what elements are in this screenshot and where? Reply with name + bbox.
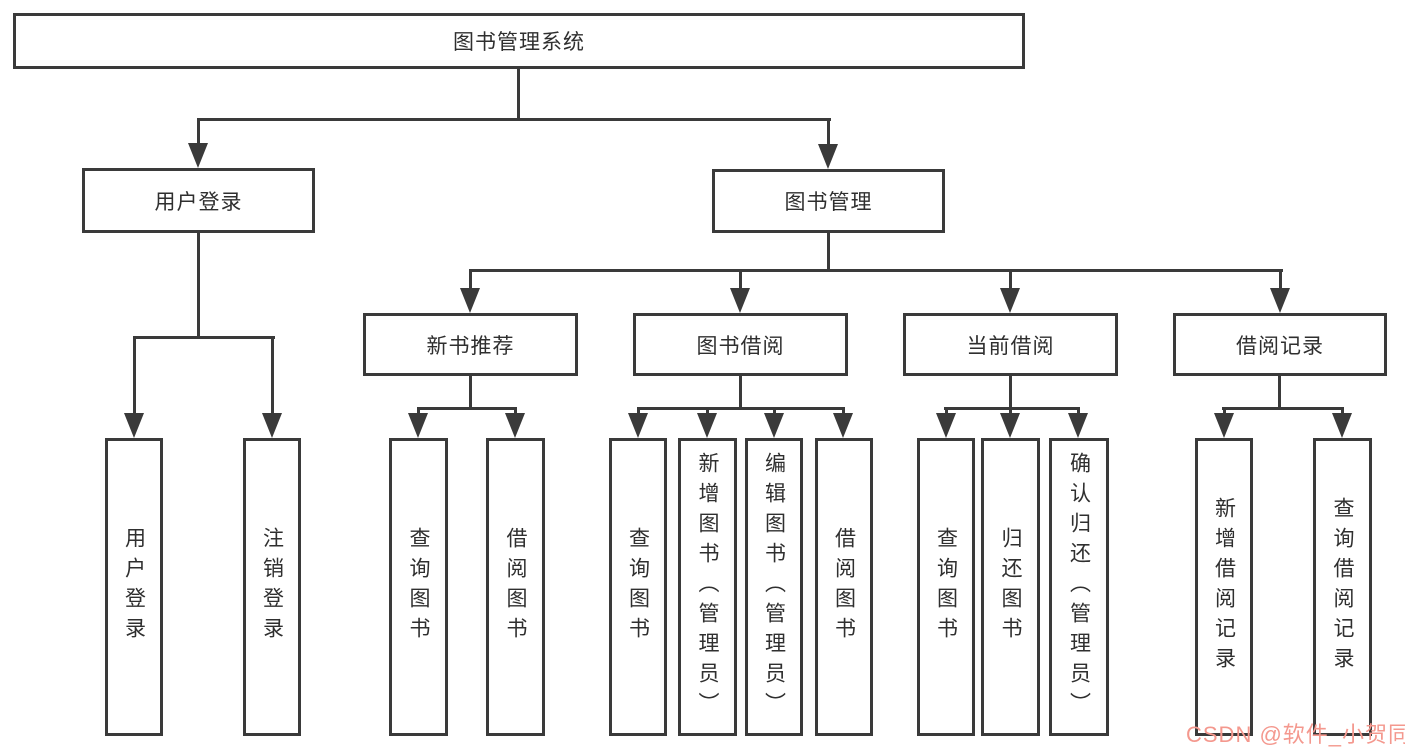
arrowhead-down-icon [936, 413, 956, 438]
node-book-borrow: 图书借阅 [633, 313, 848, 376]
node-root: 图书管理系统 [13, 13, 1025, 69]
arrow-stem [1278, 271, 1282, 290]
node-label-leaf-query-book-1: 查询图书 [407, 527, 430, 647]
arrow-stem [705, 409, 709, 415]
node-label-borrow-records: 借阅记录 [1236, 334, 1324, 358]
node-borrow-records: 借阅记录 [1173, 313, 1387, 376]
node-label-current-borrow: 当前借阅 [966, 334, 1055, 358]
arrow-stem [772, 409, 776, 415]
node-leaf-borrow-book-2: 借阅图书 [815, 438, 873, 736]
arrowhead-down-icon [697, 413, 717, 438]
node-label-root: 图书管理系统 [453, 31, 585, 54]
arrowhead-down-icon [818, 144, 838, 169]
arrowhead-down-icon [764, 413, 784, 438]
node-label-leaf-user-login: 用户登录 [122, 527, 146, 647]
node-label-user-login: 用户登录 [154, 190, 243, 214]
arrow-stem [944, 409, 948, 415]
arrow-stem [1076, 409, 1080, 415]
node-leaf-return-book: 归还图书 [981, 438, 1040, 736]
arrow-stem [513, 409, 517, 415]
node-label-leaf-confirm-return: 确认归还（管理员） [1067, 452, 1091, 722]
arrowhead-down-icon [1000, 288, 1020, 313]
arrowhead-down-icon [628, 413, 648, 438]
connector-line [944, 407, 1080, 410]
node-leaf-query-book-2: 查询图书 [609, 438, 667, 736]
connector-line [739, 376, 742, 409]
arrowhead-down-icon [1332, 413, 1352, 438]
arrowhead-down-icon [262, 413, 282, 438]
arrow-stem [1008, 409, 1012, 415]
arrow-stem [468, 271, 472, 290]
node-label-leaf-return-book: 归还图书 [999, 527, 1022, 647]
node-leaf-borrow-book-1: 借阅图书 [486, 438, 545, 736]
arrowhead-down-icon [1270, 288, 1290, 313]
arrowhead-down-icon [124, 413, 144, 438]
arrowhead-down-icon [1214, 413, 1234, 438]
node-label-leaf-borrow-book-2: 借阅图书 [832, 527, 856, 647]
node-new-book-rec: 新书推荐 [363, 313, 578, 376]
connector-line [517, 69, 520, 120]
arrowhead-down-icon [730, 288, 750, 313]
node-label-book-borrow: 图书借阅 [696, 334, 785, 358]
connector-line [197, 233, 200, 338]
node-label-new-book-rec: 新书推荐 [426, 334, 515, 358]
node-label-leaf-edit-book: 编辑图书（管理员） [762, 452, 786, 722]
node-label-leaf-add-record: 新增借阅记录 [1212, 497, 1236, 677]
arrowhead-down-icon [1000, 413, 1020, 438]
node-label-leaf-borrow-book-1: 借阅图书 [504, 527, 527, 647]
node-label-leaf-query-book-3: 查询图书 [934, 527, 958, 647]
connector-line [1278, 376, 1281, 409]
arrowhead-down-icon [408, 413, 428, 438]
arrow-stem [270, 338, 274, 415]
node-leaf-query-record: 查询借阅记录 [1313, 438, 1372, 736]
arrowhead-down-icon [1068, 413, 1088, 438]
connector-line [417, 407, 517, 410]
node-leaf-query-book-1: 查询图书 [389, 438, 448, 736]
arrowhead-down-icon [460, 288, 480, 313]
node-leaf-query-book-3: 查询图书 [917, 438, 975, 736]
arrowhead-down-icon [188, 143, 208, 168]
node-current-borrow: 当前借阅 [903, 313, 1118, 376]
arrow-stem [416, 409, 420, 415]
arrow-stem [636, 409, 640, 415]
node-label-leaf-add-book: 新增图书（管理员） [696, 452, 719, 722]
node-user-login: 用户登录 [82, 168, 315, 233]
arrow-stem [1222, 409, 1226, 415]
connector-line [469, 376, 472, 409]
arrow-stem [196, 120, 200, 145]
connector-line [197, 118, 831, 121]
connector-line [1222, 407, 1344, 410]
connector-line [469, 269, 1283, 272]
node-book-mgmt: 图书管理 [712, 169, 945, 233]
arrowhead-down-icon [505, 413, 525, 438]
arrow-stem [826, 120, 830, 146]
node-label-leaf-query-book-2: 查询图书 [626, 527, 650, 647]
node-label-leaf-query-record: 查询借阅记录 [1331, 497, 1354, 677]
arrow-stem [841, 409, 845, 415]
node-label-book-mgmt: 图书管理 [784, 191, 873, 214]
connector-line [827, 233, 830, 271]
connector-line [637, 407, 845, 410]
node-leaf-logout: 注销登录 [243, 438, 301, 736]
connector-line [133, 336, 275, 339]
arrowhead-down-icon [833, 413, 853, 438]
node-leaf-edit-book: 编辑图书（管理员） [745, 438, 803, 736]
node-leaf-add-book: 新增图书（管理员） [678, 438, 737, 736]
connector-line [1009, 376, 1012, 409]
node-leaf-confirm-return: 确认归还（管理员） [1049, 438, 1109, 736]
node-leaf-add-record: 新增借阅记录 [1195, 438, 1253, 736]
arrow-stem [1340, 409, 1344, 415]
arrow-stem [132, 338, 136, 415]
node-leaf-user-login: 用户登录 [105, 438, 163, 736]
arrow-stem [738, 271, 742, 290]
node-label-leaf-logout: 注销登录 [260, 527, 284, 647]
arrow-stem [1008, 271, 1012, 290]
